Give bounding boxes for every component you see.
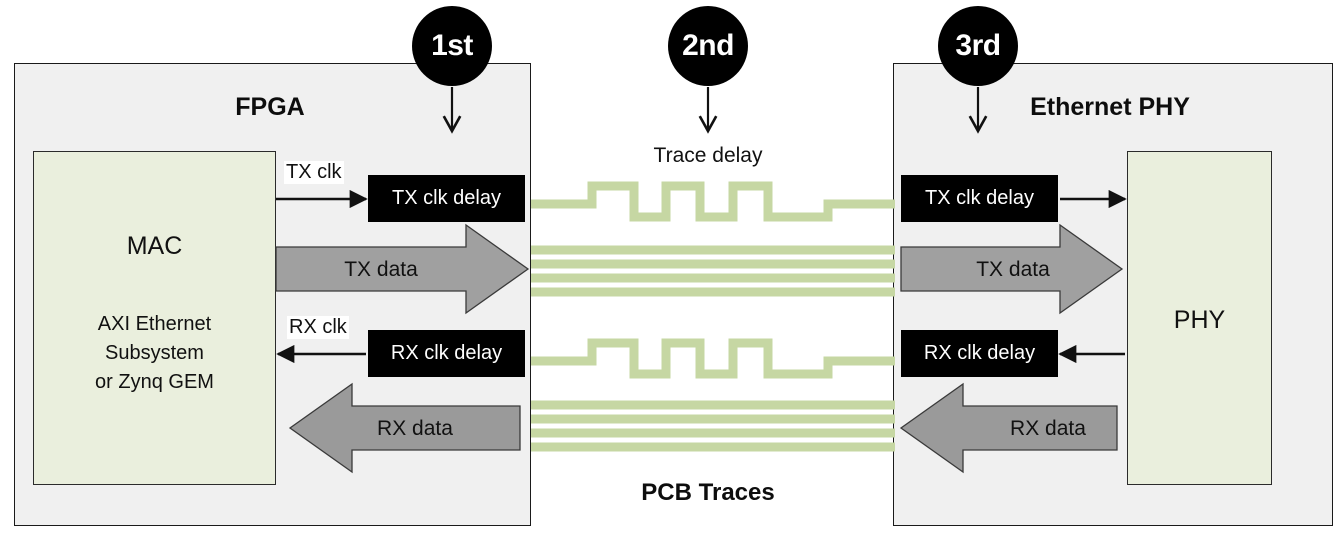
phy-tx-data-block-arrow <box>900 223 1124 315</box>
pcb-traces-label: PCB Traces <box>641 479 775 506</box>
phy-tx-clk-delay-block: TX clk delay <box>901 175 1058 222</box>
mac-core-subline-3: or Zynq GEM <box>95 371 214 393</box>
mac-core-subline-1: AXI Ethernet <box>97 313 212 335</box>
rx-clock-meander-trace <box>531 338 895 379</box>
tx-clock-meander-trace <box>531 181 895 222</box>
badge-2nd[interactable]: 2nd <box>668 6 748 86</box>
badge-1st[interactable]: 1st <box>412 6 492 86</box>
fpga-tx-clk-delay-block: TX clk delay <box>368 175 525 222</box>
phy-core-label: PHY <box>1173 306 1226 334</box>
fpga-title: FPGA <box>235 93 305 121</box>
fpga-rx-data-block-arrow <box>288 382 521 474</box>
trace-delay-label: Trace delay <box>653 144 763 167</box>
mac-core-subline-2: Subsystem <box>105 342 204 364</box>
mac-core-box <box>33 151 276 485</box>
fpga-rx-clk-delay-block: RX clk delay <box>368 330 525 377</box>
phy-core-box <box>1127 151 1272 485</box>
fpga-tx-clk-label: TX clk <box>284 161 344 184</box>
phy-rx-clk-delay-block: RX clk delay <box>901 330 1058 377</box>
mac-core-label: MAC <box>126 232 183 260</box>
badge-3rd[interactable]: 3rd <box>938 6 1018 86</box>
phy-rx-data-block-arrow <box>899 382 1118 474</box>
phy-title: Ethernet PHY <box>1030 93 1190 121</box>
fpga-rx-clk-label: RX clk <box>287 316 349 339</box>
fpga-tx-data-block-arrow <box>275 223 530 315</box>
mac-core-sublabel-group: AXI Ethernet Subsystem or Zynq GEM <box>33 310 276 397</box>
